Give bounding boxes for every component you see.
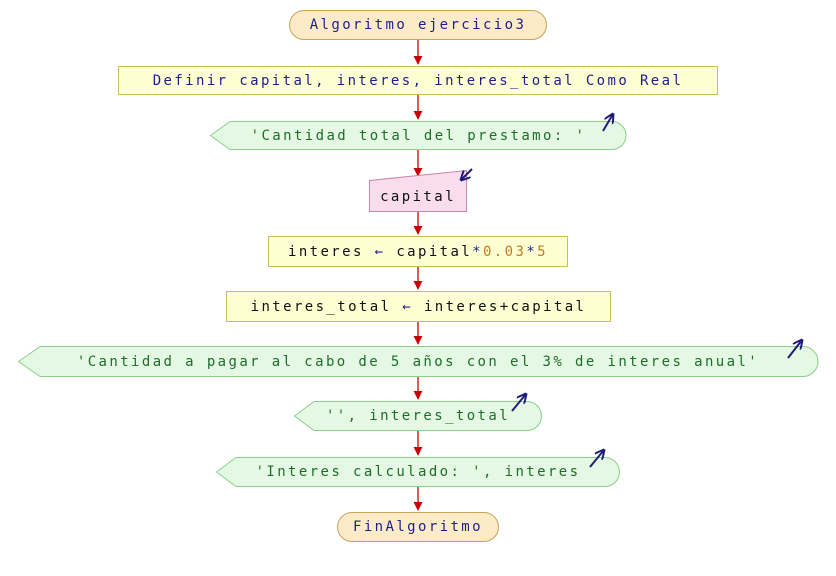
number-literal: 5 <box>537 243 548 260</box>
input-label: capital <box>380 189 456 205</box>
output-shape <box>209 121 627 150</box>
output-shape <box>293 401 542 431</box>
input-shape <box>369 168 473 212</box>
assign-expression: interes_total ← interes+capital <box>251 299 587 315</box>
assign-var: capital <box>396 243 473 260</box>
output-indicator-icon <box>787 340 802 359</box>
process-block: interes ← capital*0.03*5 <box>268 236 568 267</box>
assign-expr: interes+capital <box>423 298 587 315</box>
operator: * <box>526 243 538 260</box>
output-block: '', interes_total <box>293 401 542 431</box>
process-block: interes_total ← interes+capital <box>226 291 611 322</box>
assign-expression: interes ← capital*0.03*5 <box>288 244 548 260</box>
assign-arrow: ← <box>402 298 414 315</box>
output-block: 'Cantidad a pagar al cabo de 5 años con … <box>17 346 819 377</box>
start-label: Algoritmo ejercicio3 <box>309 17 527 33</box>
assign-arrow: ← <box>374 243 386 260</box>
define-label: Definir capital, interes, interes_total … <box>152 72 684 89</box>
assign-target: interes <box>287 243 364 260</box>
output-label: 'Cantidad a pagar al cabo de 5 años con … <box>76 353 760 370</box>
output-block: 'Interes calculado: ', interes <box>215 457 620 487</box>
operator: * <box>472 243 483 260</box>
number-literal: 0.03 <box>482 243 527 260</box>
define-block: Definir capital, interes, interes_total … <box>118 66 718 95</box>
assign-target: interes_total <box>250 298 392 315</box>
output-label: 'Cantidad total del prestamo: ' <box>250 127 587 144</box>
output-indicator-icon <box>589 450 604 468</box>
output-indicator-icon <box>602 114 613 132</box>
end-terminal: FinAlgoritmo <box>337 512 499 542</box>
end-label: FinAlgoritmo <box>353 519 483 535</box>
start-terminal: Algoritmo ejercicio3 <box>289 10 547 40</box>
output-label: 'Interes calculado: ', interes <box>255 464 581 480</box>
output-indicator-icon <box>511 394 526 412</box>
input-indicator-icon <box>461 168 473 180</box>
output-block: 'Cantidad total del prestamo: ' <box>209 121 627 150</box>
input-block: capital <box>369 168 473 212</box>
output-shape <box>17 346 819 377</box>
output-shape <box>215 457 620 487</box>
output-label: '', interes_total <box>325 408 511 424</box>
